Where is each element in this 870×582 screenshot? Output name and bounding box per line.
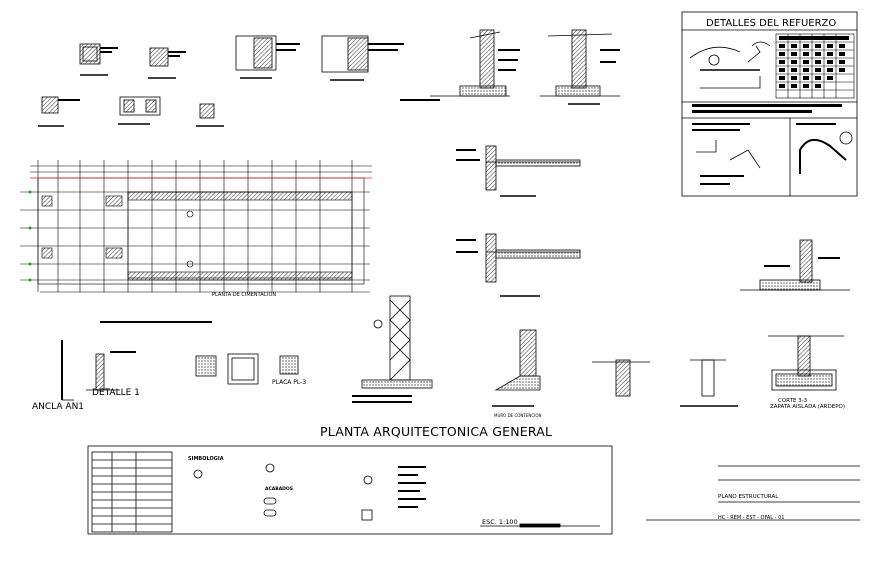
wall-elevation-detail bbox=[352, 295, 433, 403]
footing-wall-sections bbox=[400, 29, 620, 105]
foundation-plan-label: PLANTA DE CIMENTACION bbox=[212, 292, 277, 298]
foundation-plan bbox=[20, 160, 372, 323]
column-section-details bbox=[38, 35, 404, 127]
wall-label: MURO DE CONTENCION bbox=[494, 413, 542, 418]
retaining-wall-detail bbox=[492, 329, 541, 407]
main-title: PLANTA ARQUITECTONICA GENERAL bbox=[320, 424, 553, 439]
section-label: CORTE 3-3 bbox=[778, 398, 808, 404]
plan-name: PLANO ESTRUCTURAL bbox=[718, 494, 779, 500]
footing-label: ZAPATA AISLADA (ARDEPO) bbox=[770, 404, 845, 410]
rebar-panel-title: DETALLES DEL REFUERZO bbox=[706, 18, 837, 29]
rebar-details-panel bbox=[681, 11, 858, 197]
plate-label: PLACA PL-3 bbox=[272, 379, 307, 386]
scale-label: ESC. 1:100 bbox=[482, 518, 518, 526]
anchor-and-plate-details bbox=[61, 340, 299, 401]
detail-label: DETALLE 1 bbox=[92, 388, 140, 398]
pile-and-footing-details bbox=[592, 335, 844, 407]
anchor-label: ANCLA AN1 bbox=[32, 402, 85, 412]
finishes-title: ACABADOS bbox=[265, 487, 293, 492]
plan-code: HC - REM - EST - OFAL - 01 bbox=[718, 515, 785, 521]
legend-title: SIMBOLOGIA bbox=[188, 456, 224, 462]
slab-sections bbox=[456, 145, 850, 297]
legend-title-block bbox=[87, 445, 860, 535]
